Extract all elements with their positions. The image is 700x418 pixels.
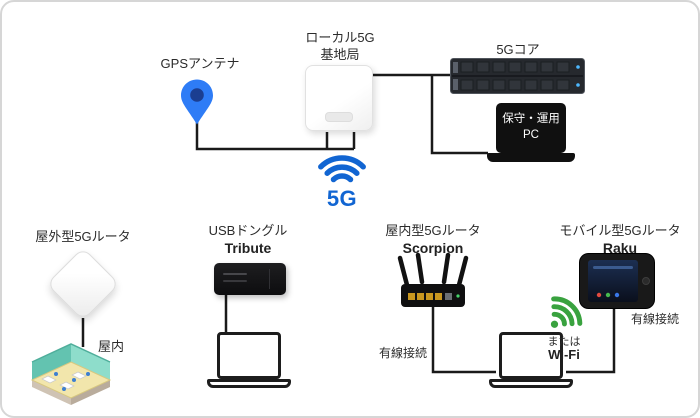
outdoor-router-device	[46, 247, 120, 321]
5g-signal-icon	[318, 155, 366, 183]
maintenance-pc-label-line1: 保守・運用	[502, 113, 560, 126]
5g-signal-label: 5G	[326, 186, 358, 211]
wifi-label: Wi-Fi	[548, 347, 580, 362]
or-label: または	[547, 336, 581, 348]
base-station-device	[305, 65, 373, 131]
wired-connection-label-left: 有線接続	[378, 346, 427, 360]
base-station-label: ローカル5G 基地局	[296, 30, 384, 64]
dongle-laptop-base	[207, 379, 291, 388]
outdoor-router-label: 屋外型5Gルータ	[35, 229, 131, 244]
indoor-router-device	[397, 252, 469, 307]
indoor-router-name: Scorpion	[402, 240, 464, 256]
router-laptop-base	[489, 379, 573, 388]
gps-pin-icon	[181, 79, 213, 125]
indoor-label: 屋内	[98, 339, 125, 354]
indoor-building-illustration	[30, 343, 112, 405]
core-label: 5Gコア	[496, 42, 540, 57]
wired-connection-label-right: 有線接続	[630, 312, 679, 326]
dongle-laptop-screen	[217, 332, 281, 379]
mobile-router-device	[579, 253, 655, 309]
base-station-label-line1: ローカル5G	[305, 30, 375, 45]
usb-dongle-device	[214, 263, 286, 295]
usb-dongle-name: Tribute	[224, 240, 272, 256]
mobile-router-label: モバイル型5Gルータ	[559, 223, 681, 238]
router-laptop-screen	[499, 332, 563, 379]
maintenance-pc-label-line2: PC	[523, 129, 539, 141]
usb-dongle-label: USBドングル	[208, 223, 288, 238]
gps-antenna-label: GPSアンテナ	[160, 56, 240, 71]
maintenance-pc-screen: 保守・運用 PC	[496, 103, 566, 153]
scorpion-to-laptop-line	[431, 305, 496, 374]
core-server-device	[450, 58, 585, 94]
base-station-label-line2: 基地局	[320, 46, 360, 62]
mobile-router-name: Raku	[602, 240, 638, 256]
indoor-router-label: 屋内型5Gルータ	[385, 223, 481, 238]
wifi-icon	[550, 296, 583, 328]
maintenance-pc-base	[487, 153, 575, 162]
